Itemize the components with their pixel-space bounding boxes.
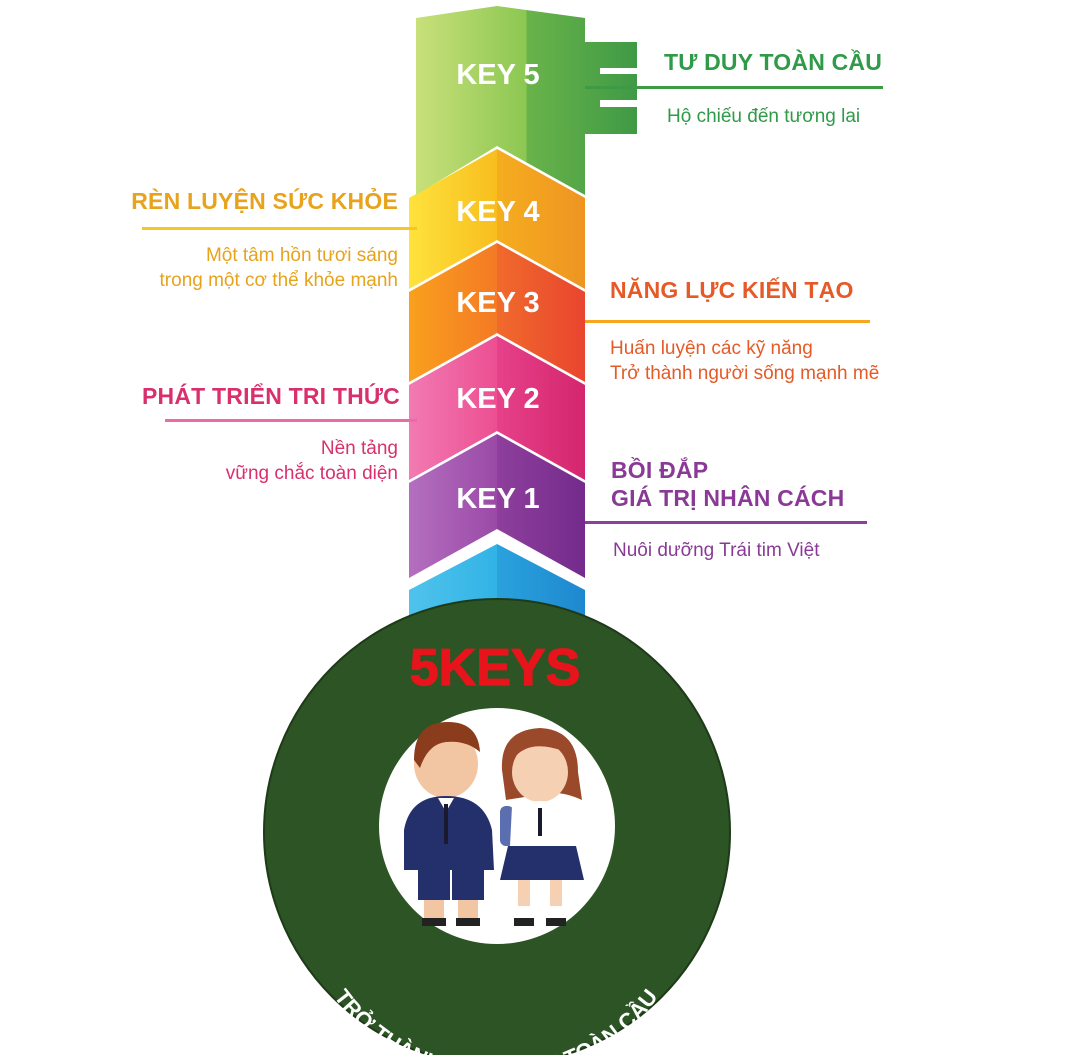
key-2-desc: Nền tảng vững chắc toàn diện — [100, 436, 398, 486]
key-4-desc-line: Một tâm hồn tươi sáng — [205, 245, 398, 266]
key-3-desc-line: Trở thành người sống mạnh mẽ — [610, 363, 880, 384]
key-3-desc: Huấn luyện các kỹ năng Trở thành người s… — [610, 336, 879, 386]
key-4-label: KEY 4 — [456, 196, 539, 228]
key-2-heading: PHÁT TRIỂN TRI THỨC — [142, 383, 400, 409]
key-5-label: KEY 5 — [456, 59, 539, 91]
key-1-label: KEY 1 — [456, 483, 539, 515]
key-2-label: KEY 2 — [456, 383, 539, 415]
key-segment-5 — [416, 6, 637, 195]
key-3-desc-line: Huấn luyện các kỹ năng — [610, 338, 813, 359]
girl-student-illustration — [500, 728, 584, 926]
key-5-desc: Hộ chiếu đến tương lai — [667, 104, 860, 129]
key-4-heading: RÈN LUYỆN SỨC KHỎE — [131, 188, 398, 214]
brand-title: 5KEYS — [410, 639, 581, 697]
boy-student-illustration — [404, 722, 494, 926]
key-segment-2 — [409, 336, 585, 480]
key-4-desc-line: trong một cơ thể khỏe mạnh — [159, 270, 398, 291]
key-3-heading: NĂNG LỰC KIẾN TẠO — [610, 277, 854, 303]
key-5-divider — [585, 86, 883, 89]
key-2-desc-line: Nền tảng — [320, 438, 398, 459]
key-1-divider — [585, 521, 867, 524]
key-2-desc-line: vững chắc toàn diện — [225, 463, 398, 484]
key-2-divider — [165, 419, 417, 422]
key-segment-1 — [409, 434, 585, 578]
key-1-heading: BỒI ĐẮP GIÁ TRỊ NHÂN CÁCH — [611, 456, 844, 512]
key-1-desc: Nuôi dưỡng Trái tim Việt — [613, 538, 819, 563]
key-3-divider — [585, 320, 870, 323]
key-1-desc-line: Nuôi dưỡng Trái tim Việt — [613, 540, 820, 561]
key-segment-4 — [409, 149, 585, 289]
key-1-heading-line: GIÁ TRỊ NHÂN CÁCH — [611, 485, 845, 511]
key-4-desc: Một tâm hồn tươi sáng trong một cơ thể k… — [88, 243, 398, 293]
key-1-heading-line: BỒI ĐẮP — [611, 457, 709, 483]
key-5-heading: TƯ DUY TOÀN CẦU — [664, 49, 883, 75]
key-4-divider — [142, 227, 417, 230]
key-3-label: KEY 3 — [456, 287, 539, 319]
key-5-desc-line: Hộ chiếu đến tương lai — [667, 106, 861, 127]
key-segment-3 — [409, 243, 585, 382]
